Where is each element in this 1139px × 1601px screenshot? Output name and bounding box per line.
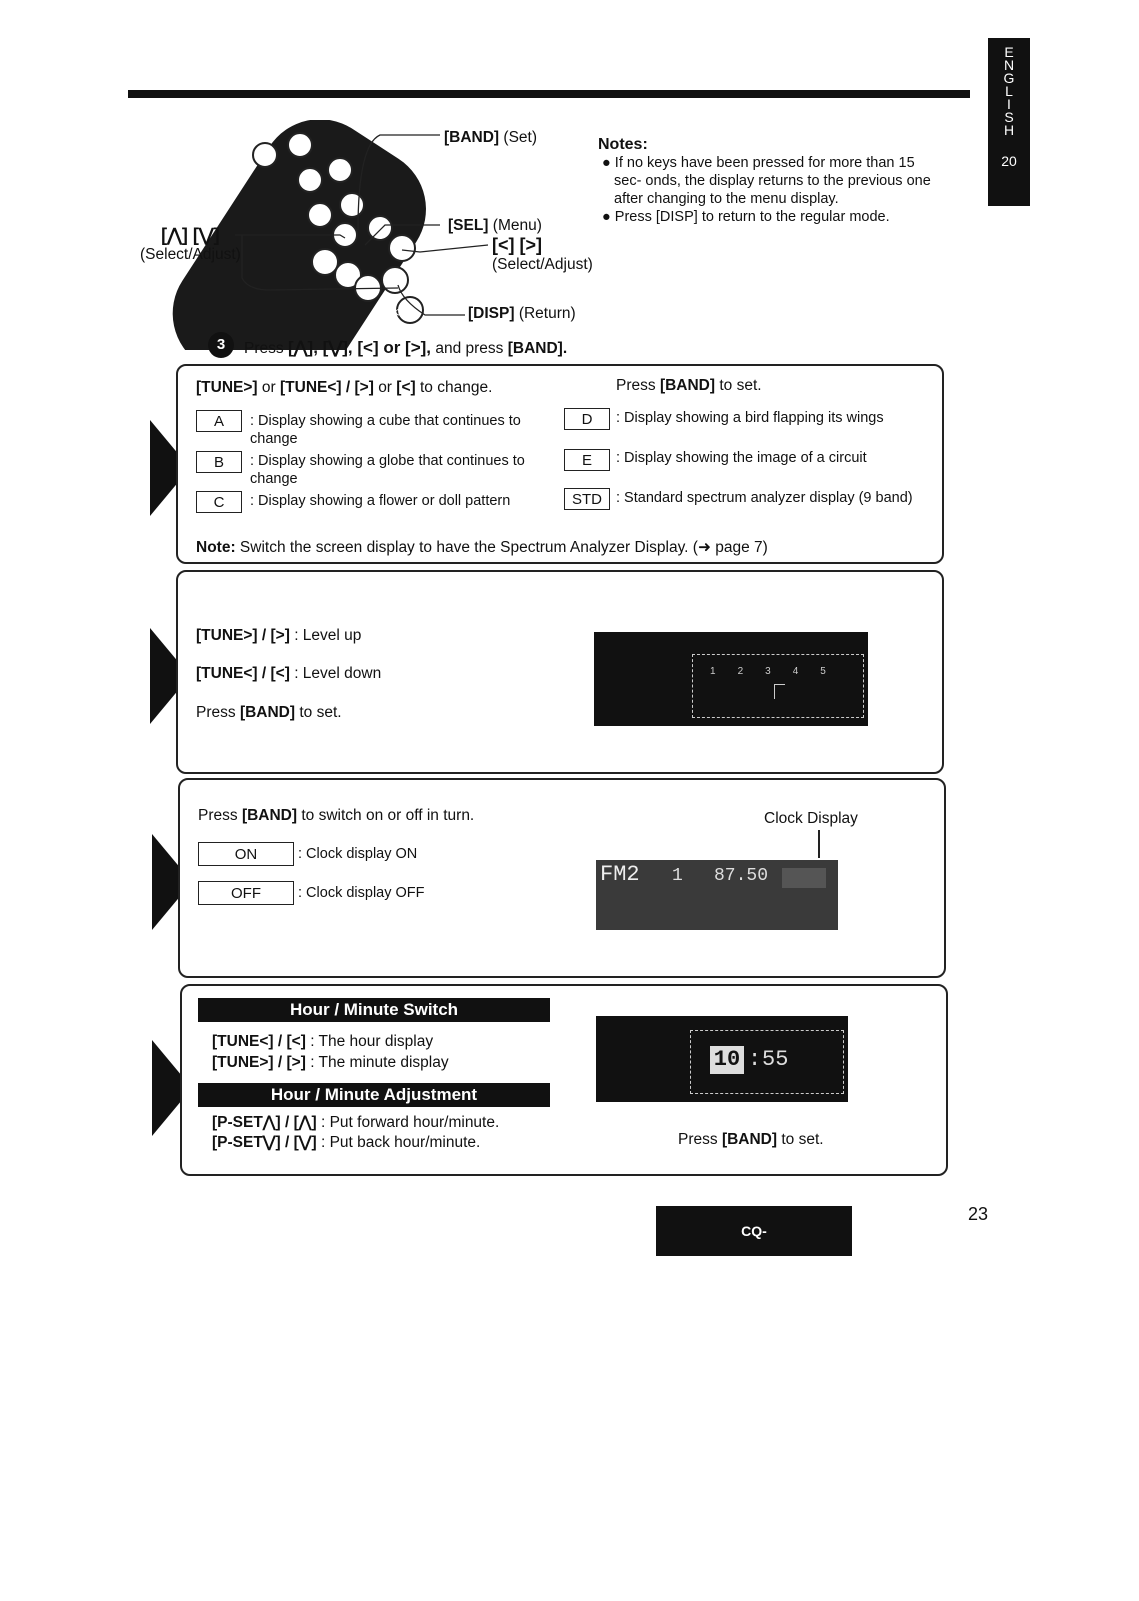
clock-set-instruction: Press [BAND] to set. bbox=[678, 1131, 824, 1148]
disp-key-label: [DISP] (Return) bbox=[468, 305, 576, 322]
step3-instruction: Press [⋀], [⋁], [<] or [>], and press [B… bbox=[244, 338, 568, 357]
pattern-box-std: STD bbox=[564, 488, 610, 510]
level-set-line: Press [BAND] to set. bbox=[196, 704, 342, 721]
hour-minute-adjust-banner: Hour / Minute Adjustment bbox=[198, 1083, 550, 1107]
tuner-preset: 1 bbox=[672, 866, 683, 886]
pattern-box-d: D bbox=[564, 408, 610, 430]
level-up-line: [TUNE>] / [>] : Level up bbox=[196, 627, 362, 644]
pattern-box-a: A bbox=[196, 410, 242, 432]
adjust-back-line: [P-SET⋁] / [⋁] : Put back hour/minute. bbox=[212, 1134, 481, 1151]
clock-frame bbox=[690, 1030, 844, 1094]
up-down-keys-label: [⋀] [⋁] (Select/Adjust) bbox=[140, 225, 241, 264]
tuner-display-screen: FM2 1 87.50 bbox=[596, 860, 838, 930]
tuner-frequency: 87.50 bbox=[714, 866, 769, 886]
remote-control-illustration: Panasonic bbox=[172, 120, 489, 350]
band-key-label: [BAND] (Set) bbox=[444, 129, 538, 146]
pattern-desc-c: : Display showing a flower or doll patte… bbox=[250, 493, 511, 509]
pattern-box-c: C bbox=[196, 491, 242, 513]
panel1-set-instruction: Press [BAND] to set. bbox=[616, 377, 762, 394]
clock-callout-line bbox=[818, 830, 820, 858]
pattern-desc-d: : Display showing a bird flapping its wi… bbox=[616, 410, 884, 426]
note-item: ● If no keys have been pressed for more … bbox=[602, 155, 931, 207]
top-rule bbox=[128, 90, 970, 98]
clock-hour-highlighted: 10 bbox=[710, 1046, 744, 1074]
clock-colon: : bbox=[748, 1047, 762, 1072]
hour-switch-line: [TUNE<] / [<] : The hour display bbox=[212, 1033, 434, 1050]
panel1-change-instruction: [TUNE>] or [TUNE<] / [>] or [<] to chang… bbox=[196, 379, 493, 396]
clock-toggle-instruction: Press [BAND] to switch on or off in turn… bbox=[198, 807, 475, 824]
pattern-desc-b: : Display showing a globe that continues… bbox=[250, 453, 525, 487]
notes-title: Notes: bbox=[598, 136, 648, 153]
display-pattern-panel bbox=[176, 364, 944, 564]
clock-display-caption: Clock Display bbox=[764, 810, 858, 827]
adjust-forward-line: [P-SET⋀] / [⋀] : Put forward hour/minute… bbox=[212, 1114, 500, 1131]
clock-adjust-screen: 10 : 55 bbox=[596, 1016, 848, 1102]
pattern-desc-a: : Display showing a cube that continues … bbox=[250, 413, 521, 447]
panel1-note: Note: Switch the screen display to have … bbox=[196, 539, 768, 556]
step-number-badge: 3 bbox=[208, 332, 234, 358]
level-down-line: [TUNE<] / [<] : Level down bbox=[196, 665, 382, 682]
note-item: ● Press [DISP] to return to the regular … bbox=[602, 209, 890, 225]
page-number: 23 bbox=[968, 1204, 989, 1224]
model-number-label: CQ-DFX751/DFX701/DFX601N bbox=[656, 1206, 852, 1289]
clock-off-box: OFF bbox=[198, 881, 294, 905]
clock-off-desc: : Clock display OFF bbox=[298, 885, 425, 901]
language-tab-letters: E N G L I S H bbox=[1003, 44, 1015, 138]
pattern-box-e: E bbox=[564, 449, 610, 471]
level-scale: 12345 bbox=[710, 666, 848, 677]
hour-minute-switch-banner: Hour / Minute Switch bbox=[198, 998, 550, 1022]
pattern-desc-e: : Display showing the image of a circuit bbox=[616, 450, 867, 466]
clock-area bbox=[782, 868, 826, 888]
left-right-keys-label: [<] [>] (Select/Adjust) bbox=[492, 235, 593, 274]
sel-key-label: [SEL] (Menu) bbox=[448, 217, 542, 234]
pattern-desc-std: : Standard spectrum analyzer display (9 … bbox=[616, 490, 913, 506]
clock-on-box: ON bbox=[198, 842, 294, 866]
language-tab: E N G L I S H 20 bbox=[988, 38, 1030, 206]
pattern-box-b: B bbox=[196, 451, 242, 473]
clock-on-desc: : Clock display ON bbox=[298, 846, 418, 862]
clock-minute: 55 bbox=[762, 1047, 789, 1072]
clock-display-panel bbox=[178, 778, 946, 978]
tuner-band: FM2 bbox=[600, 862, 640, 887]
level-display-screen: 12345 bbox=[594, 632, 868, 726]
level-cursor bbox=[774, 684, 785, 699]
minute-switch-line: [TUNE>] / [>] : The minute display bbox=[212, 1054, 449, 1071]
section-number: 20 bbox=[1001, 153, 1017, 169]
level-indicator-frame bbox=[692, 654, 864, 718]
notes-block: Notes: ● If no keys have been pressed fo… bbox=[598, 136, 938, 226]
